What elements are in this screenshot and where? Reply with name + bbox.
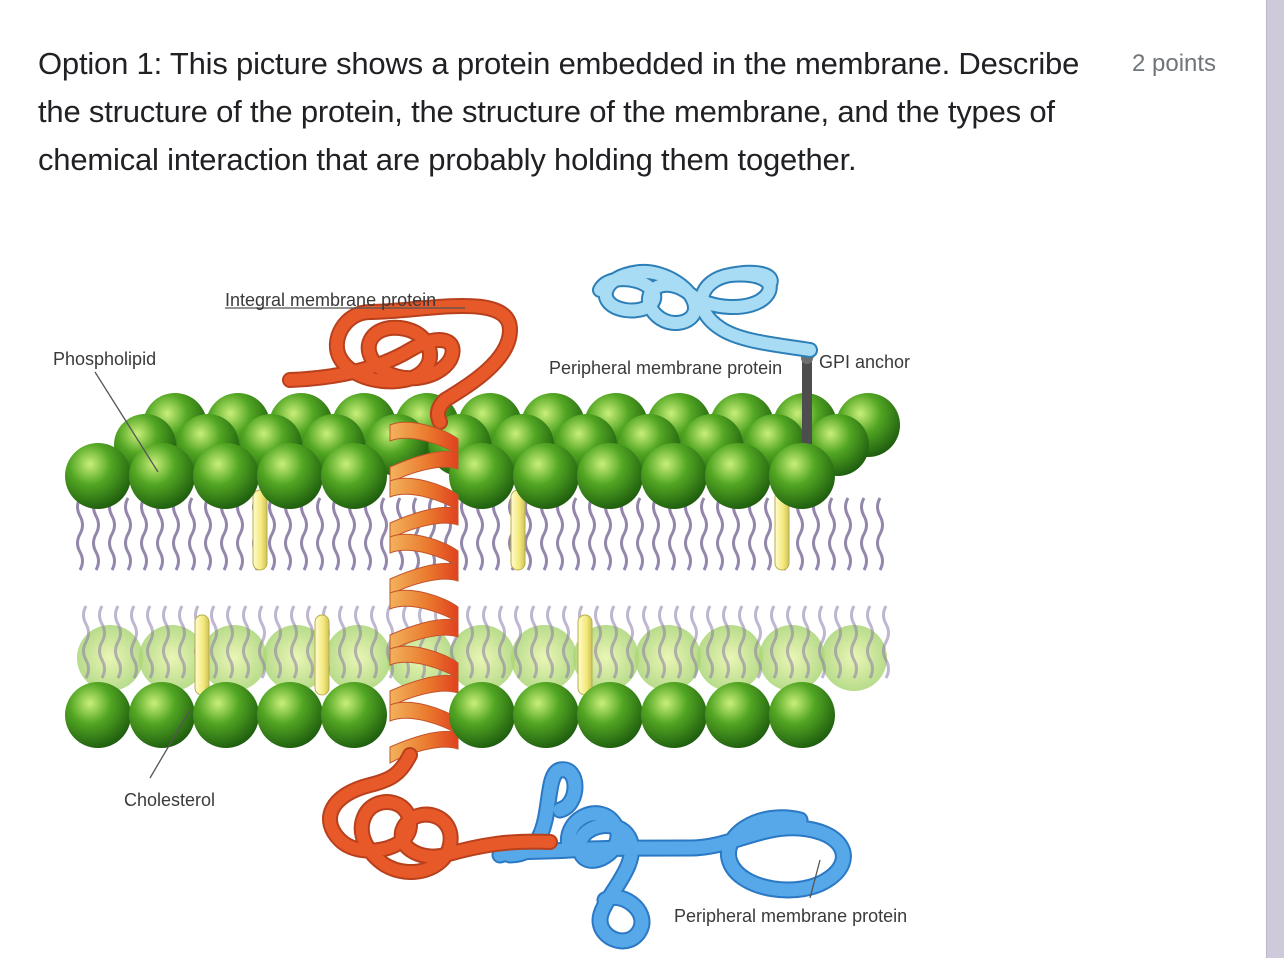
lipid-head <box>321 443 387 509</box>
tail-outer <box>364 496 372 572</box>
lipid-head <box>513 443 579 509</box>
helix-turn <box>389 701 459 737</box>
tail-outer <box>812 496 820 572</box>
helix-turn <box>389 477 459 513</box>
tail-outer <box>636 496 644 572</box>
tail-outer <box>556 496 564 572</box>
tail-outer <box>172 496 180 572</box>
label-peripheral-protein-top: Peripheral membrane protein <box>549 358 782 378</box>
helix-turn <box>389 589 459 625</box>
tail-outer <box>460 496 468 572</box>
inner-leaflet-heads <box>65 682 835 748</box>
tail-outer <box>300 496 308 572</box>
lipid-head <box>257 443 323 509</box>
lipid-head <box>321 682 387 748</box>
lipid-head <box>129 682 195 748</box>
label-cholesterol: Cholesterol <box>124 790 215 810</box>
pale-head <box>139 625 205 691</box>
cholesterol <box>314 614 330 696</box>
lipid-head <box>705 682 771 748</box>
pale-head <box>635 625 701 691</box>
lipid-head <box>513 682 579 748</box>
label-peripheral-protein-bottom: Peripheral membrane protein <box>674 906 907 926</box>
pale-head <box>201 625 267 691</box>
cholesterol <box>252 489 268 571</box>
integral-protein-top-loop <box>282 298 518 430</box>
tail-outer <box>268 496 276 572</box>
lipid-head <box>769 443 835 509</box>
tail-outer <box>492 496 500 572</box>
tail-outer <box>524 496 532 572</box>
tail-outer <box>588 496 596 572</box>
lipid-head <box>577 682 643 748</box>
integral-protein-bottom-loop <box>322 747 558 881</box>
tail-outer <box>700 496 708 572</box>
scrollbar[interactable] <box>1266 0 1284 958</box>
pale-head <box>697 625 763 691</box>
tail-outer <box>76 496 84 572</box>
lipid-head <box>769 682 835 748</box>
tail-outer <box>844 496 852 572</box>
lipid-head <box>129 443 195 509</box>
tail-outer <box>652 496 660 572</box>
tail-outer <box>380 496 388 572</box>
points-badge: 2 points <box>1132 50 1217 77</box>
tail-outer <box>876 496 884 572</box>
question-text: Option 1: This picture shows a protein e… <box>38 46 1080 177</box>
lipid-head <box>257 682 323 748</box>
tail-outer <box>684 496 692 572</box>
tail-outer <box>108 496 116 572</box>
membrane-protein-illustration: Integral membrane protein Phospholipid P… <box>53 263 910 950</box>
tail-outer <box>828 496 836 572</box>
transmembrane-helix <box>389 421 459 764</box>
cholesterol <box>510 489 526 571</box>
peripheral-protein-top <box>592 263 818 358</box>
tail-outer <box>332 496 340 572</box>
label-gpi-anchor: GPI anchor <box>819 352 910 372</box>
tail-outer <box>188 496 196 572</box>
pale-head <box>511 625 577 691</box>
tail-outer <box>572 496 580 572</box>
pale-head <box>77 625 143 691</box>
pale-head <box>449 625 515 691</box>
tail-outer <box>236 496 244 572</box>
lipid-head <box>577 443 643 509</box>
lipid-head <box>641 443 707 509</box>
tail-outer <box>412 496 420 572</box>
tail-outer <box>860 496 868 572</box>
tail-outer <box>748 496 756 572</box>
helix-turn <box>389 533 459 569</box>
tail-outer <box>764 496 772 572</box>
lipid-head <box>449 443 515 509</box>
tail-outer <box>620 496 628 572</box>
lipid-head <box>193 443 259 509</box>
cholesterol-molecules <box>194 489 790 696</box>
outer-front-heads <box>65 443 835 509</box>
leader-lines <box>94 307 821 899</box>
lipid-head <box>449 682 515 748</box>
tail-outer <box>204 496 212 572</box>
lipid-head <box>641 682 707 748</box>
cholesterol <box>577 614 593 696</box>
label-phospholipid: Phospholipid <box>53 349 156 369</box>
tail-outer <box>716 496 724 572</box>
lipid-head <box>193 682 259 748</box>
tail-outer <box>140 496 148 572</box>
label-integral-protein: Integral membrane protein <box>225 290 436 310</box>
lipid-head <box>65 443 131 509</box>
lipid-head <box>65 682 131 748</box>
tail-outer <box>124 496 132 572</box>
tail-outer <box>316 496 324 572</box>
cholesterol <box>194 614 210 696</box>
lipid-head <box>705 443 771 509</box>
